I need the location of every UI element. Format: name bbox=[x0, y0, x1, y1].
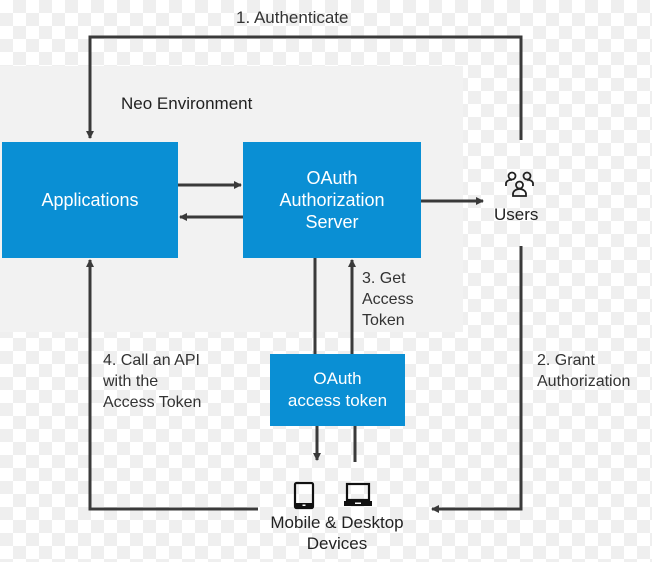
step-2-line1: 2. Grant bbox=[537, 352, 595, 369]
devices-line2: Devices bbox=[306, 534, 368, 553]
applications-box: Applications bbox=[2, 142, 178, 258]
devices-label: Mobile & Desktop Devices bbox=[262, 512, 412, 554]
access-token-box: OAuth access token bbox=[270, 354, 405, 426]
auth-server-line1: OAuth bbox=[306, 168, 358, 188]
arrow-authenticate bbox=[86, 35, 523, 140]
step-1-label: 1. Authenticate bbox=[236, 8, 349, 27]
auth-server-line2: Authorization bbox=[279, 190, 385, 210]
step-3-label: 3. Get Access Token bbox=[362, 268, 414, 331]
step-3-line3: Token bbox=[362, 312, 405, 329]
users-icon bbox=[505, 171, 534, 197]
step-4-line2: with the bbox=[103, 373, 159, 390]
arrow-call-api bbox=[86, 259, 258, 511]
users-label: Users bbox=[494, 205, 539, 224]
step-4-label: 4. Call an API with the Access Token bbox=[103, 350, 201, 413]
step-4-line3: Access Token bbox=[103, 394, 202, 411]
step-4-line1: 4. Call an API bbox=[103, 352, 200, 369]
access-token-line1: OAuth bbox=[313, 369, 362, 388]
auth-server-box: OAuth Authorization Server bbox=[243, 142, 421, 258]
devices-line1: Mobile & Desktop bbox=[270, 513, 404, 532]
step-2-line2: Authorization bbox=[537, 373, 631, 390]
applications-label: Applications bbox=[41, 190, 139, 210]
step-3-line1: 3. Get bbox=[362, 270, 406, 287]
step-2-label: 2. Grant Authorization bbox=[537, 350, 630, 392]
access-token-line2: access token bbox=[287, 391, 388, 410]
laptop-icon bbox=[344, 482, 372, 506]
neo-environment-label: Neo Environment bbox=[121, 94, 253, 113]
step-3-line2: Access bbox=[362, 291, 414, 308]
arrow-grant-authorization bbox=[431, 246, 523, 513]
auth-server-line3: Server bbox=[305, 212, 359, 232]
tablet-icon bbox=[293, 481, 315, 510]
